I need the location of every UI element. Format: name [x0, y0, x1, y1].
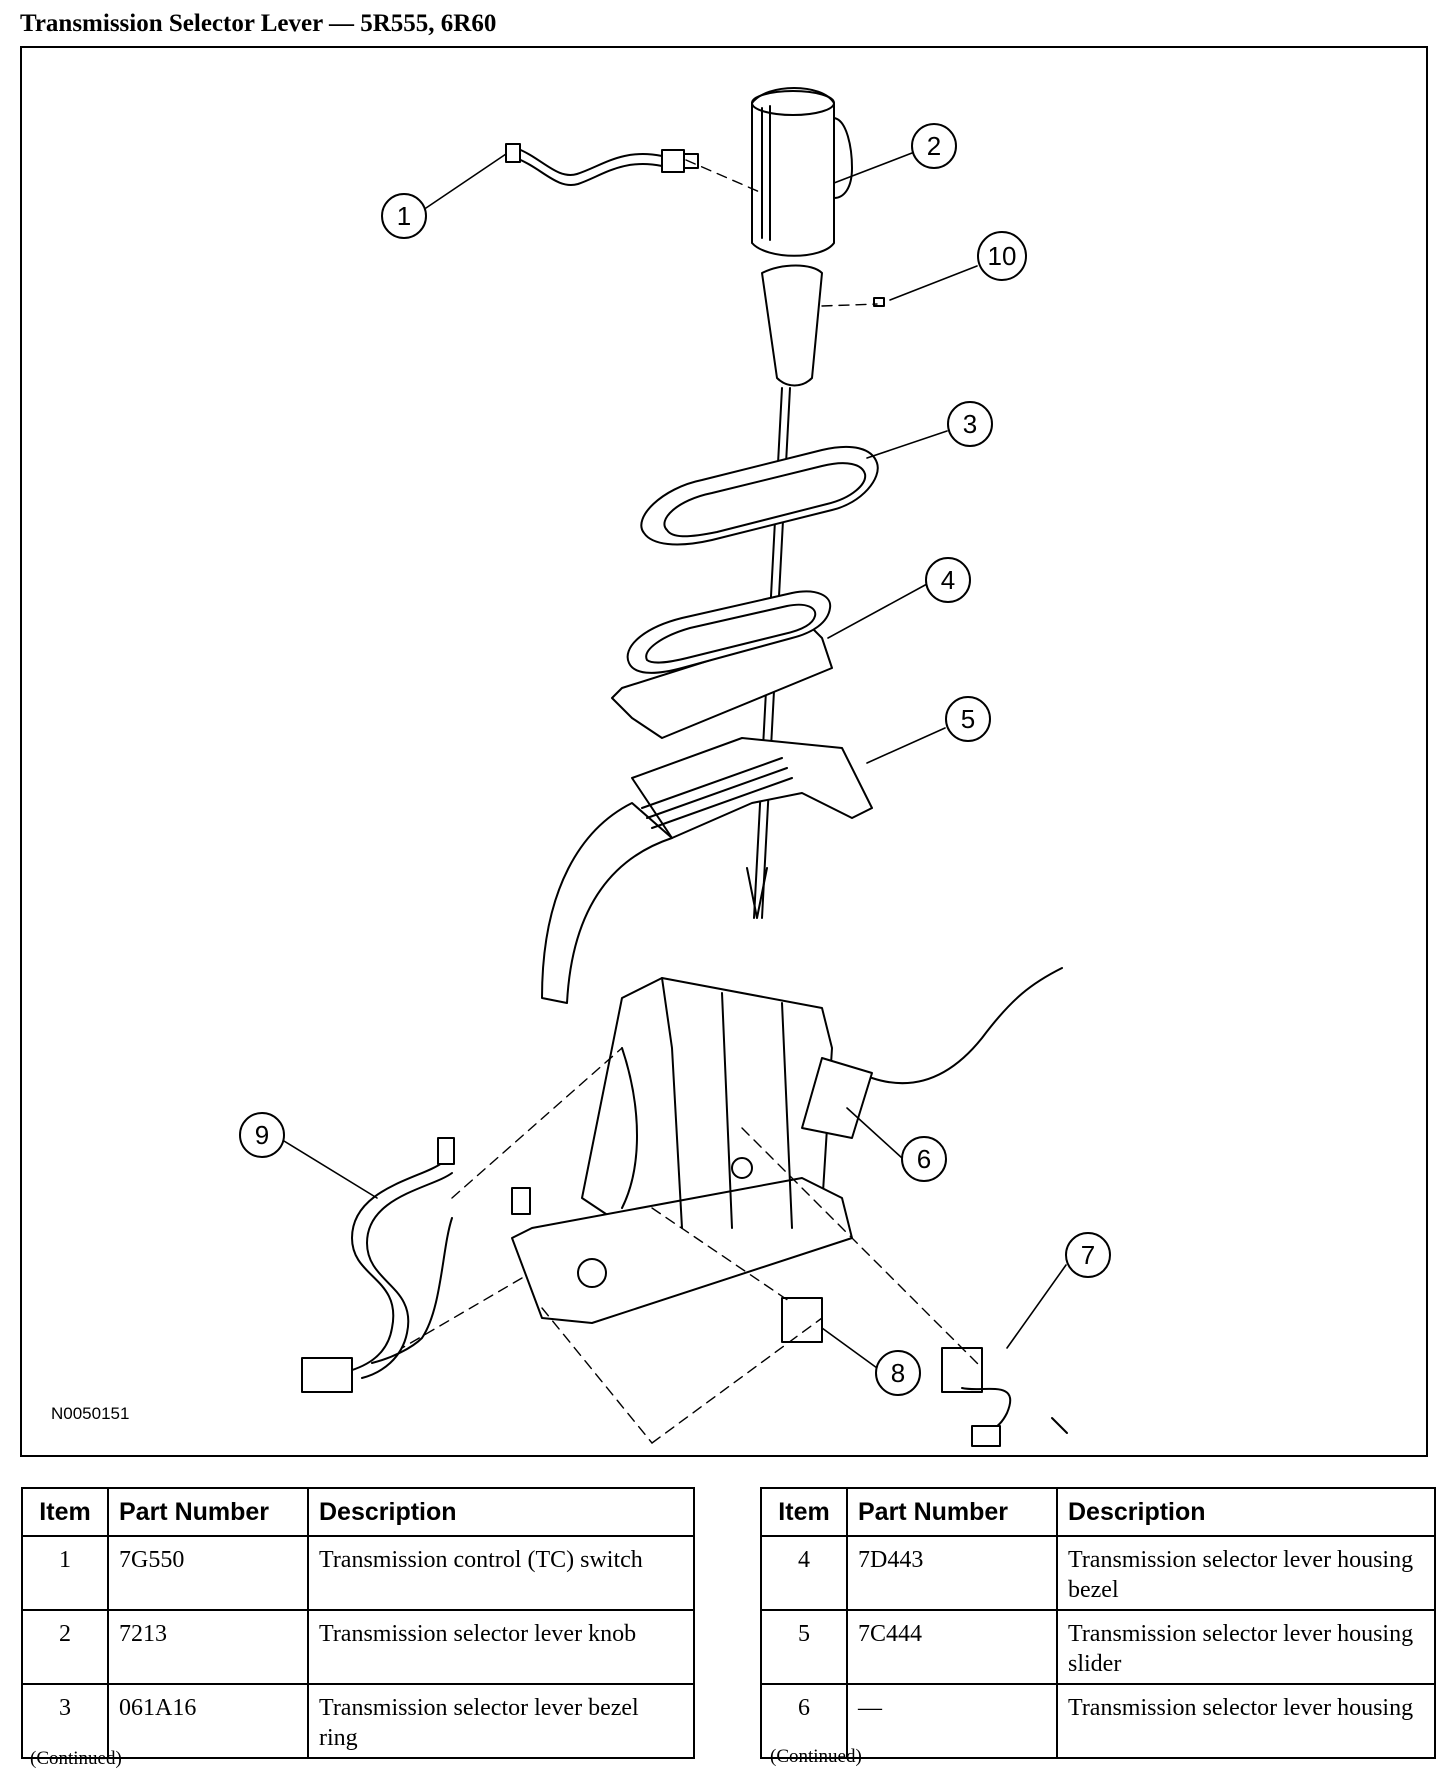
callout-3: 3: [947, 401, 993, 447]
cell-item: 5: [760, 1609, 848, 1685]
cell-description: Transmission selector lever housing beze…: [1056, 1535, 1436, 1611]
shift-lock-solenoid-part: [941, 1347, 1068, 1447]
callout-5: 5: [945, 696, 991, 742]
callout-6: 6: [901, 1136, 947, 1182]
continued-label-right: (Continued): [770, 1746, 862, 1767]
svg-text:3: 3: [963, 409, 977, 439]
table-row: 5 7C444 Transmission selector lever hous…: [760, 1609, 1436, 1685]
cell-description: Transmission selector lever housing slid…: [1056, 1609, 1436, 1685]
cell-item: 4: [760, 1535, 848, 1611]
svg-text:4: 4: [941, 565, 955, 595]
callout-9: 9: [239, 1112, 285, 1158]
header-description: Description: [1056, 1487, 1436, 1537]
header-part-number: Part Number: [107, 1487, 309, 1537]
housing-slider-part: [541, 737, 873, 1004]
cell-part-number: —: [846, 1683, 1058, 1759]
callout-2: 2: [911, 123, 957, 169]
table-row: 6 — Transmission selector lever housing: [760, 1683, 1436, 1759]
svg-text:9: 9: [255, 1120, 269, 1150]
svg-text:1: 1: [397, 201, 411, 231]
table-header-row: Item Part Number Description: [760, 1487, 1436, 1537]
selector-housing-part: [511, 967, 1063, 1324]
callout-1: 1: [381, 193, 427, 239]
svg-text:10: 10: [988, 241, 1017, 271]
cell-description: Transmission selector lever housing: [1056, 1683, 1436, 1759]
svg-text:6: 6: [917, 1144, 931, 1174]
table-row: 1 7G550 Transmission control (TC) switch: [21, 1535, 695, 1611]
callout-7: 7: [1065, 1232, 1111, 1278]
housing-bezel-part: [611, 590, 833, 739]
wiring-harness-part: [301, 1137, 531, 1393]
table-row: 2 7213 Transmission selector lever knob: [21, 1609, 695, 1685]
cell-description: Transmission selector lever bezel ring: [307, 1683, 695, 1759]
header-item: Item: [760, 1487, 848, 1537]
parts-table-right: Item Part Number Description 4 7D443 Tra…: [760, 1487, 1436, 1759]
cell-item: 1: [21, 1535, 109, 1611]
figure-code: N0050151: [51, 1404, 130, 1423]
exploded-view-drawing: 1 2 10 3 4 5 6 7 8 9: [239, 87, 1111, 1447]
cell-part-number: 7G550: [107, 1535, 309, 1611]
callout-4: 4: [925, 557, 971, 603]
callout-8: 8: [875, 1350, 921, 1396]
cell-description: Transmission selector lever knob: [307, 1609, 695, 1685]
retaining-pin-part: [873, 297, 885, 307]
cell-part-number: 7C444: [846, 1609, 1058, 1685]
selector-knob-part: [751, 87, 853, 257]
header-item: Item: [21, 1487, 109, 1537]
cell-item: 6: [760, 1683, 848, 1759]
svg-text:7: 7: [1081, 1240, 1095, 1270]
page-title: Transmission Selector Lever — 5R555, 6R6…: [20, 10, 497, 37]
cell-item: 3: [21, 1683, 109, 1759]
table-row: 4 7D443 Transmission selector lever hous…: [760, 1535, 1436, 1611]
cell-part-number: 7D443: [846, 1535, 1058, 1611]
continued-label-left: (Continued): [30, 1748, 122, 1769]
parts-table-left: Item Part Number Description 1 7G550 Tra…: [21, 1487, 695, 1759]
callout-10: 10: [977, 231, 1027, 281]
cell-item: 2: [21, 1609, 109, 1685]
table-row: 3 061A16 Transmission selector lever bez…: [21, 1683, 695, 1759]
svg-text:5: 5: [961, 704, 975, 734]
connector-part: [781, 1297, 823, 1343]
cell-part-number: 7213: [107, 1609, 309, 1685]
tc-switch-part: [505, 143, 699, 187]
exploded-view-diagram: 1 2 10 3 4 5 6 7 8 9 N0050151: [20, 46, 1428, 1457]
svg-text:2: 2: [927, 131, 941, 161]
svg-text:8: 8: [891, 1358, 905, 1388]
header-description: Description: [307, 1487, 695, 1537]
cell-part-number: 061A16: [107, 1683, 309, 1759]
header-part-number: Part Number: [846, 1487, 1058, 1537]
table-header-row: Item Part Number Description: [21, 1487, 695, 1537]
bezel-ring-part: [640, 445, 879, 546]
cell-description: Transmission control (TC) switch: [307, 1535, 695, 1611]
